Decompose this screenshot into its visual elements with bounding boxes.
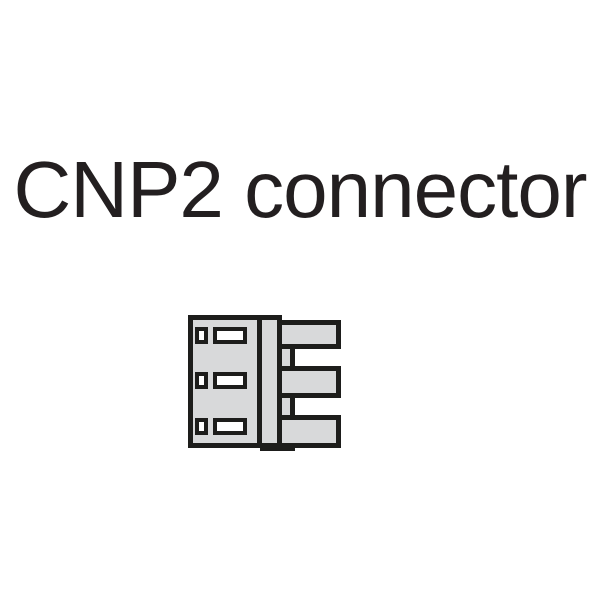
connector-pin-1 [277,320,341,349]
housing-base-step [260,443,295,451]
connector-pin-2 [277,366,341,398]
connector-pin-3 [277,415,341,448]
housing-divider-line [257,317,262,446]
contact-slot-small-3 [195,418,208,435]
contact-slot-wide-3 [213,418,247,435]
contact-slot-wide-2 [213,372,247,389]
contact-slot-small-1 [195,327,208,344]
diagram-title: CNP2 connector [13,145,588,234]
contact-slot-wide-1 [213,327,247,344]
contact-slot-small-2 [195,372,208,389]
